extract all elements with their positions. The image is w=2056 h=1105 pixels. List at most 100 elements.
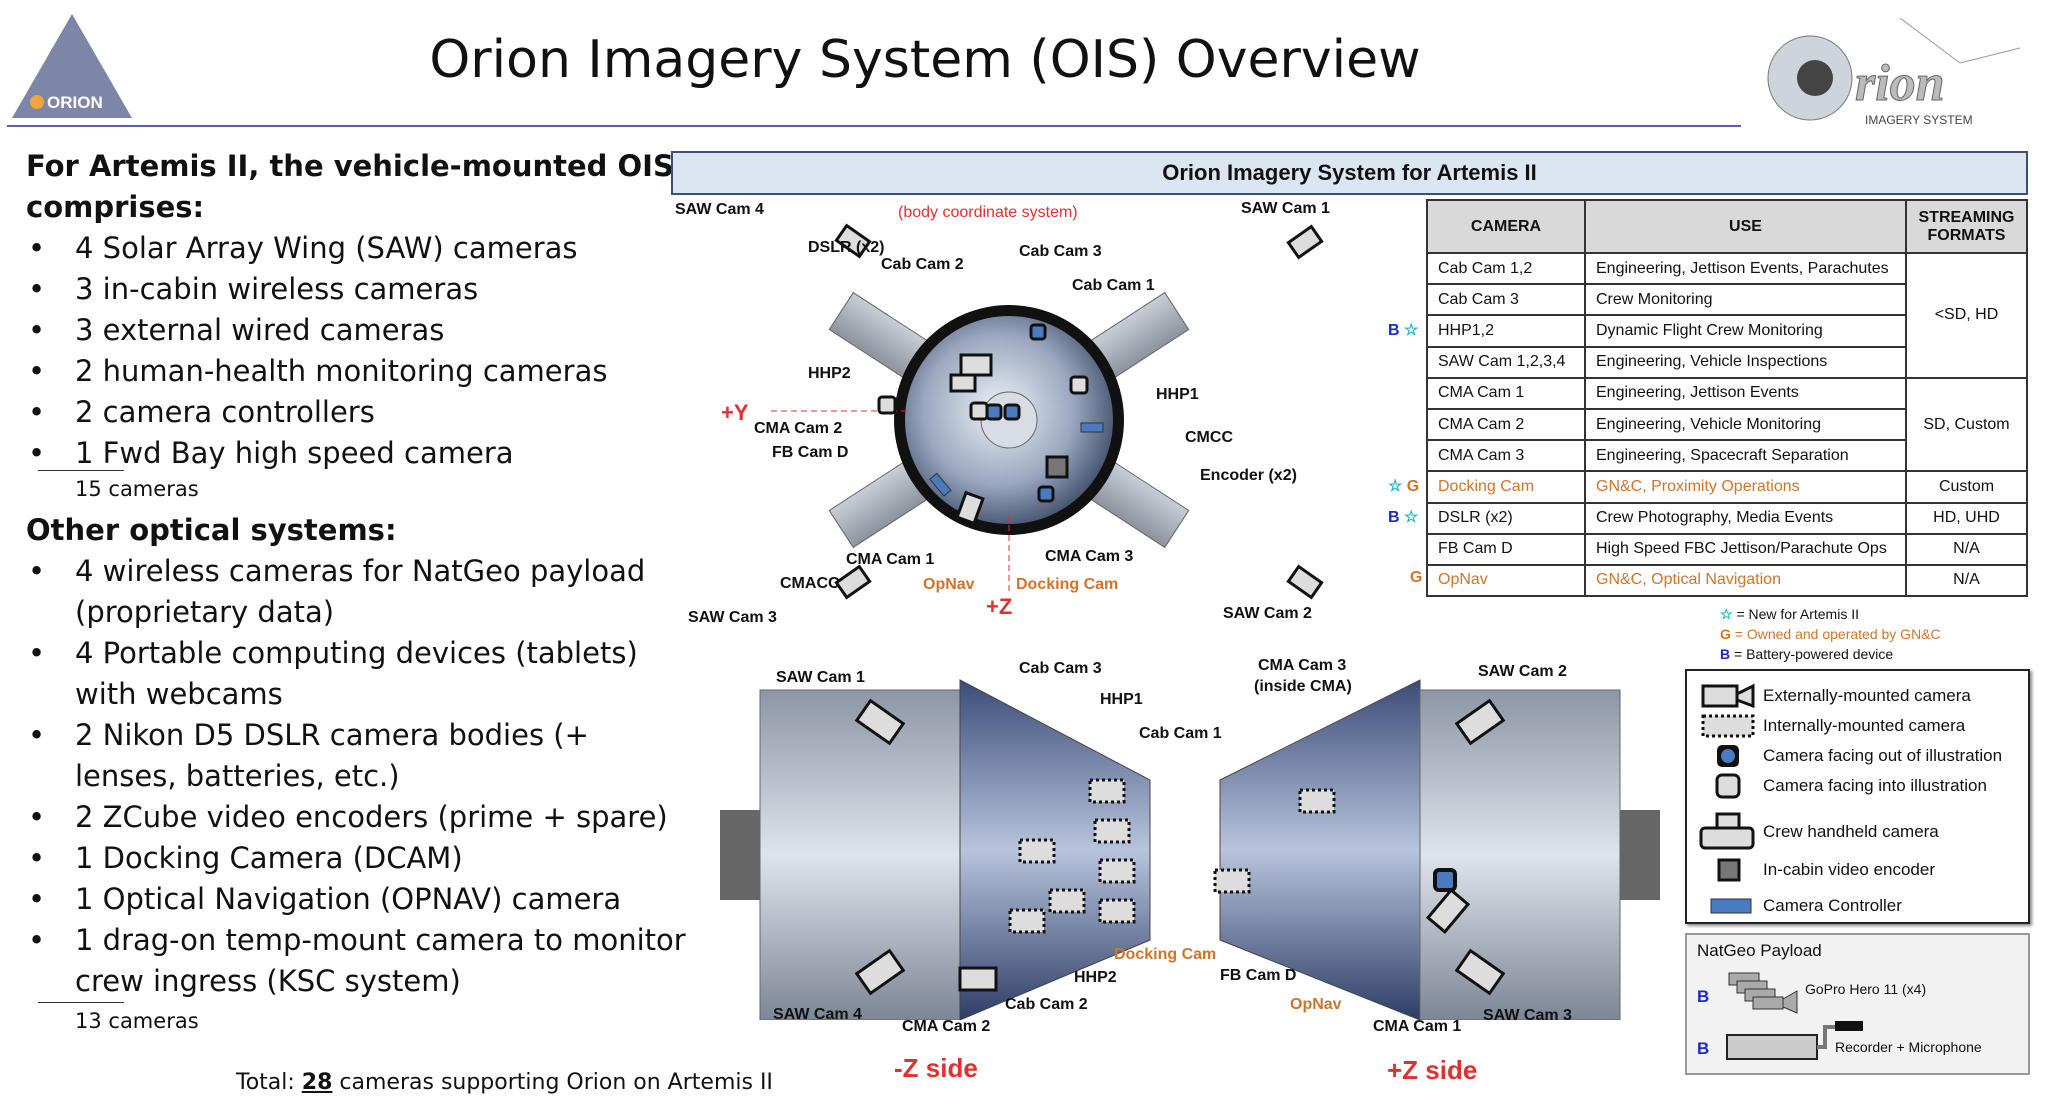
label-hhp1: HHP1 <box>1156 386 1199 403</box>
label-saw-cam-3: SAW Cam 3 <box>1483 1007 1572 1024</box>
cell-camera: Cab Cam 3 <box>1426 283 1586 317</box>
label-fb-cam-d: FB Cam D <box>1220 967 1297 984</box>
total-suffix: cameras supporting Orion on Artemis II <box>332 1070 773 1095</box>
label-minus-z-side: -Z side <box>894 1053 978 1083</box>
cell-use: Engineering, Spacecraft Separation <box>1584 439 1907 473</box>
svg-text:IMAGERY SYSTEM: IMAGERY SYSTEM <box>1865 113 1973 127</box>
battery-mark: B ☆ <box>1388 322 1419 339</box>
natgeo-title: NatGeo Payload <box>1697 941 1822 960</box>
cell-camera: SAW Cam 1,2,3,4 <box>1426 345 1586 379</box>
label-cma-cam-1: CMA Cam 1 <box>1373 1018 1462 1035</box>
label-encoder: Encoder (x2) <box>1200 467 1297 484</box>
camera-count: 15 cameras <box>26 470 686 504</box>
cell-use: Engineering, Jettison Events, Parachutes <box>1584 251 1907 286</box>
cell-camera: CMA Cam 1 <box>1426 376 1586 410</box>
label-cab-cam-1: Cab Cam 1 <box>1072 277 1155 294</box>
legend-encoder: In-cabin video encoder <box>1763 860 1936 879</box>
label-hhp2: HHP2 <box>1074 969 1117 986</box>
legend: Externally-mounted camera Internally-mou… <box>1685 669 2030 924</box>
label-cab-cam-3: Cab Cam 3 <box>1019 660 1102 677</box>
label-cma-cam-1: CMA Cam 1 <box>846 551 935 568</box>
orion-logo: ORION <box>12 14 132 118</box>
legend-external: Externally-mounted camera <box>1763 686 1971 705</box>
list-item: 4 Solar Array Wing (SAW) cameras <box>26 228 686 269</box>
list-item: 4 wireless cameras for NatGeo payload (p… <box>26 551 686 633</box>
list-item: 1 Fwd Bay high speed camera <box>26 433 686 474</box>
label-saw-cam-3: SAW Cam 3 <box>688 609 777 626</box>
cell-camera: Docking Cam <box>1426 470 1586 504</box>
label-opnav: OpNav <box>1290 996 1342 1013</box>
list-item: 3 in-cabin wireless cameras <box>26 269 686 310</box>
key-battery: = Battery-powered device <box>1734 646 1894 662</box>
gnc-icon: G <box>1720 626 1731 642</box>
label-docking-cam: Docking Cam <box>1114 946 1217 963</box>
cell-use: Engineering, Jettison Events <box>1584 376 1907 410</box>
legend-handheld: Crew handheld camera <box>1763 822 1939 841</box>
side-view-diagram <box>720 679 1660 1020</box>
col-use: USE <box>1584 199 1907 254</box>
symbol-key: ☆ = New for Artemis II G = Owned and ope… <box>1720 604 1941 664</box>
legend-controller: Camera Controller <box>1763 896 1902 915</box>
label-cma-cam-3: CMA Cam 3 <box>1258 657 1347 674</box>
cell-camera: FB Cam D <box>1426 532 1586 566</box>
encoder-icon <box>1717 858 1741 882</box>
cell-camera: OpNav <box>1426 563 1586 598</box>
legend-facing-out: Camera facing out of illustration <box>1763 746 2003 765</box>
label-saw-cam-4: SAW Cam 4 <box>675 201 764 218</box>
star-icon: ☆ <box>1720 606 1733 622</box>
label-hhp2: HHP2 <box>808 365 851 382</box>
page-title: Orion Imagery System (OIS) Overview <box>429 30 1421 90</box>
cell-camera: CMA Cam 3 <box>1426 439 1586 473</box>
gopro-icon <box>1728 972 1798 1014</box>
label-docking-cam: Docking Cam <box>1016 576 1119 593</box>
cell-use: GN&C, Proximity Operations <box>1584 470 1907 504</box>
capsule-plus-z <box>1219 679 1660 1020</box>
camera-facing-in-icon <box>1715 773 1741 799</box>
list-item: 2 ZCube video encoders (prime + spare) <box>26 797 686 838</box>
natgeo-payload: NatGeo Payload B GoPro Hero 11 (x4) B Re… <box>1685 933 2030 1075</box>
label-cma-cam-2: CMA Cam 2 <box>902 1018 991 1035</box>
label-plus-z: +Z <box>986 594 1013 619</box>
label-fb-cam-d: FB Cam D <box>772 444 849 461</box>
label-inside-cma: (inside CMA) <box>1254 678 1352 695</box>
col-formats: STREAMING FORMATS <box>1905 199 2028 254</box>
battery-mark: B ☆ <box>1388 509 1419 526</box>
label-cmcc: CMCC <box>1185 429 1233 446</box>
cell-use: High Speed FBC Jettison/Parachute Ops <box>1584 532 1907 566</box>
cell-camera: Cab Cam 1,2 <box>1426 251 1586 286</box>
cell-use: Crew Photography, Media Events <box>1584 501 1907 535</box>
top-view-diagram <box>771 223 1324 600</box>
camera-count-2: 13 cameras <box>26 1002 686 1036</box>
cell-format: SD, Custom <box>1905 376 2028 473</box>
camera-facing-out-icon <box>1717 745 1739 767</box>
label-saw-cam-4: SAW Cam 4 <box>773 1006 862 1023</box>
list-item: 3 external wired cameras <box>26 310 686 351</box>
cell-use: GN&C, Optical Navigation <box>1584 563 1907 598</box>
label-cab-cam-2: Cab Cam 2 <box>881 256 964 273</box>
external-camera-icon <box>1701 683 1755 709</box>
cell-use: Engineering, Vehicle Monitoring <box>1584 407 1907 442</box>
legend-internal: Internally-mounted camera <box>1763 716 1966 735</box>
other-heading: Other optical systems: <box>26 513 397 547</box>
cell-format: Custom <box>1905 470 2028 504</box>
list-item: 4 Portable computing devices (tablets) w… <box>26 633 686 715</box>
label-plus-y: +Y <box>721 400 749 425</box>
label-cab-cam-1: Cab Cam 1 <box>1139 725 1222 742</box>
label-saw-cam-1: SAW Cam 1 <box>1241 200 1330 217</box>
list-item: 2 Nikon D5 DSLR camera bodies (+ lenses,… <box>26 715 686 797</box>
cell-format: N/A <box>1905 563 2028 598</box>
cell-format: <SD, HD <box>1905 252 2028 379</box>
list-item: 2 camera controllers <box>26 392 686 433</box>
key-gnc: = Owned and operated by GN&C <box>1734 626 1941 642</box>
cell-format: HD, UHD <box>1905 501 2028 535</box>
label-saw-cam-2: SAW Cam 2 <box>1223 605 1312 622</box>
total-prefix: Total: <box>236 1070 302 1095</box>
